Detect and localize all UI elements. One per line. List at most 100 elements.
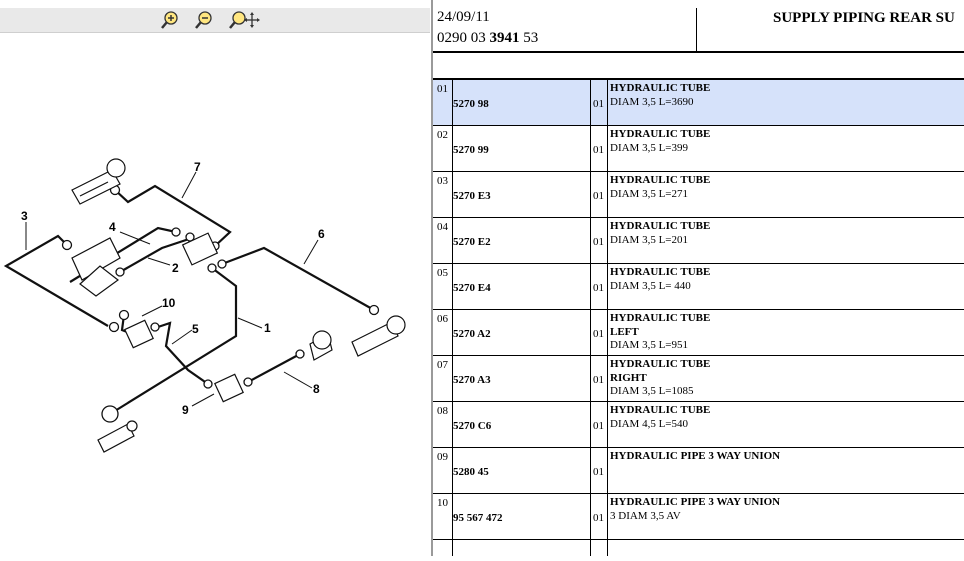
callout-10: 10: [162, 296, 176, 310]
callout-5: 5: [192, 322, 199, 336]
part-quantity: 01: [593, 374, 604, 386]
part-quantity: 01: [593, 190, 604, 202]
part-detail: DIAM 3,5 L= 440: [610, 279, 691, 292]
part-detail: DIAM 4,5 L=540: [610, 417, 689, 430]
part-detail: LEFT: [610, 325, 639, 338]
tube-7: [114, 184, 232, 247]
part-reference: 5270 E2: [453, 236, 491, 248]
ref-suffix: 53: [519, 30, 539, 46]
callout-9: 9: [182, 403, 189, 417]
part-quantity: 01: [593, 328, 604, 340]
part-title: HYDRAULIC TUBE: [610, 358, 711, 370]
part-quantity: 01: [593, 144, 604, 156]
part-title: HYDRAULIC PIPE 3 WAY UNION: [610, 496, 781, 508]
parts-pane: 24/09/11 0290 03 3941 53 SUPPLY PIPING R…: [433, 0, 964, 556]
part-title: HYDRAULIC TUBE: [610, 266, 711, 278]
part-quantity: 01: [593, 98, 604, 110]
ref-prefix: 0290 03: [437, 30, 490, 46]
part-reference: 5270 A2: [453, 328, 491, 340]
zoom-out-icon[interactable]: [194, 10, 214, 30]
cylinder-bottom: [97, 420, 138, 453]
tube-6: [221, 246, 375, 311]
pane-divider[interactable]: [431, 0, 433, 556]
cylinder-right: [351, 315, 406, 357]
part-detail: DIAM 3,5 L=3690: [610, 95, 694, 108]
part-title: HYDRAULIC TUBE: [610, 404, 711, 416]
part-index: 09: [437, 451, 448, 463]
part-index: 04: [437, 221, 448, 233]
part-title: HYDRAULIC TUBE: [610, 82, 711, 94]
part-index: 02: [437, 129, 448, 141]
part-index: 06: [437, 313, 448, 325]
part-quantity: 01: [593, 512, 604, 524]
part-reference: 5270 A3: [453, 374, 491, 386]
part-reference: 5270 E3: [453, 190, 491, 202]
part-detail: RIGHT: [610, 371, 647, 384]
part-detail: DIAM 3,5 L=399: [610, 141, 689, 154]
tube-8: [247, 353, 301, 383]
part-description: HYDRAULIC PIPE 3 WAY UNION: [610, 450, 780, 464]
part-index: 08: [437, 405, 448, 417]
part-title: HYDRAULIC TUBE: [610, 312, 711, 324]
part-index: 01: [437, 83, 448, 95]
part-detail: DIAM 3,5 L=271: [610, 187, 689, 200]
part-reference: 5270 E4: [453, 282, 491, 294]
diagram-toolbar: [0, 8, 430, 33]
part-quantity: 01: [593, 420, 604, 432]
tube-3: [3, 234, 109, 327]
tube-2: [119, 236, 193, 273]
part-quantity: 01: [593, 236, 604, 248]
part-index: 10: [437, 497, 448, 509]
callout-4: 4: [109, 220, 116, 234]
header-date: 24/09/11: [437, 9, 490, 25]
ref-bold: 3941: [489, 30, 520, 46]
callout-6: 6: [318, 227, 325, 241]
header-divider: [696, 8, 697, 51]
col-divider: [590, 80, 591, 556]
part-index: 07: [437, 359, 448, 371]
part-reference: 5270 98: [453, 98, 489, 110]
callout-1: 1: [264, 321, 271, 335]
part-index: 03: [437, 175, 448, 187]
callout-3: 3: [21, 209, 28, 223]
part-title: HYDRAULIC PIPE 3 WAY UNION: [610, 450, 781, 462]
diagram-pane: 7 3 4 2 6 1 5 8 9 10: [0, 0, 430, 556]
col-divider: [607, 80, 608, 556]
part-reference: 5270 C6: [453, 420, 492, 432]
part-detail: DIAM 3,5 L=951: [610, 339, 689, 351]
part-detail: DIAM 3,5 L=1085: [610, 385, 694, 397]
piping-diagram: 7 3 4 2 6 1 5 8 9 10: [0, 34, 430, 556]
tube-5: [154, 321, 209, 385]
part-quantity: 01: [593, 466, 604, 478]
zoom-pan-icon[interactable]: [228, 10, 260, 30]
page-title: SUPPLY PIPING REAR SU: [773, 10, 955, 26]
cylinder-top-left: [71, 158, 126, 205]
header-rule-bottom: [433, 78, 964, 80]
part-title: HYDRAULIC TUBE: [610, 128, 711, 140]
zoom-in-icon[interactable]: [160, 10, 180, 30]
header-rule-top: [433, 51, 964, 53]
tube-1: [109, 267, 238, 415]
cylinder-mid-right: [309, 330, 333, 361]
part-quantity: 01: [593, 282, 604, 294]
header-reference: 0290 03 3941 53: [437, 30, 538, 47]
